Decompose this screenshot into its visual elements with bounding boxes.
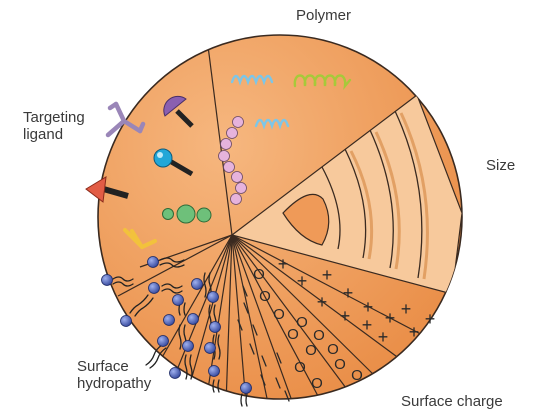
svg-text:O: O xyxy=(296,314,308,331)
targeting-ligand-label: Targeting ligand xyxy=(23,109,85,143)
targeting-label-line1: Targeting xyxy=(23,109,85,126)
svg-text:O: O xyxy=(305,342,317,359)
svg-text:+: + xyxy=(409,322,420,342)
surface-hydropathy-label: Surface hydropathy xyxy=(77,358,151,392)
targeting-label-line2: ligand xyxy=(23,126,85,143)
svg-text:+: + xyxy=(401,299,412,319)
svg-text:O: O xyxy=(273,306,285,323)
size-label: Size xyxy=(486,157,515,174)
svg-text:O: O xyxy=(259,288,271,305)
svg-text:+: + xyxy=(317,292,328,312)
hydropathy-label-line2: hydropathy xyxy=(77,375,151,392)
hydropathy-label-line1: Surface xyxy=(77,358,151,375)
svg-text:+: + xyxy=(385,308,396,328)
svg-text:O: O xyxy=(313,327,325,344)
svg-text:O: O xyxy=(311,375,323,392)
svg-text:+: + xyxy=(343,283,354,303)
svg-text:+: + xyxy=(340,306,351,326)
svg-text:+: + xyxy=(425,309,436,329)
surface-charge-label: Surface charge xyxy=(401,393,503,410)
svg-text:+: + xyxy=(362,315,373,335)
svg-text:+: + xyxy=(363,297,374,317)
svg-text:O: O xyxy=(253,266,265,283)
polymer-label: Polymer xyxy=(296,7,351,24)
svg-text:+: + xyxy=(278,254,289,274)
svg-text:O: O xyxy=(334,356,346,373)
svg-text:O: O xyxy=(294,359,306,376)
svg-text:O: O xyxy=(351,367,363,384)
svg-text:+: + xyxy=(322,265,333,285)
svg-text:+: + xyxy=(378,327,389,347)
svg-text:+: + xyxy=(297,271,308,291)
